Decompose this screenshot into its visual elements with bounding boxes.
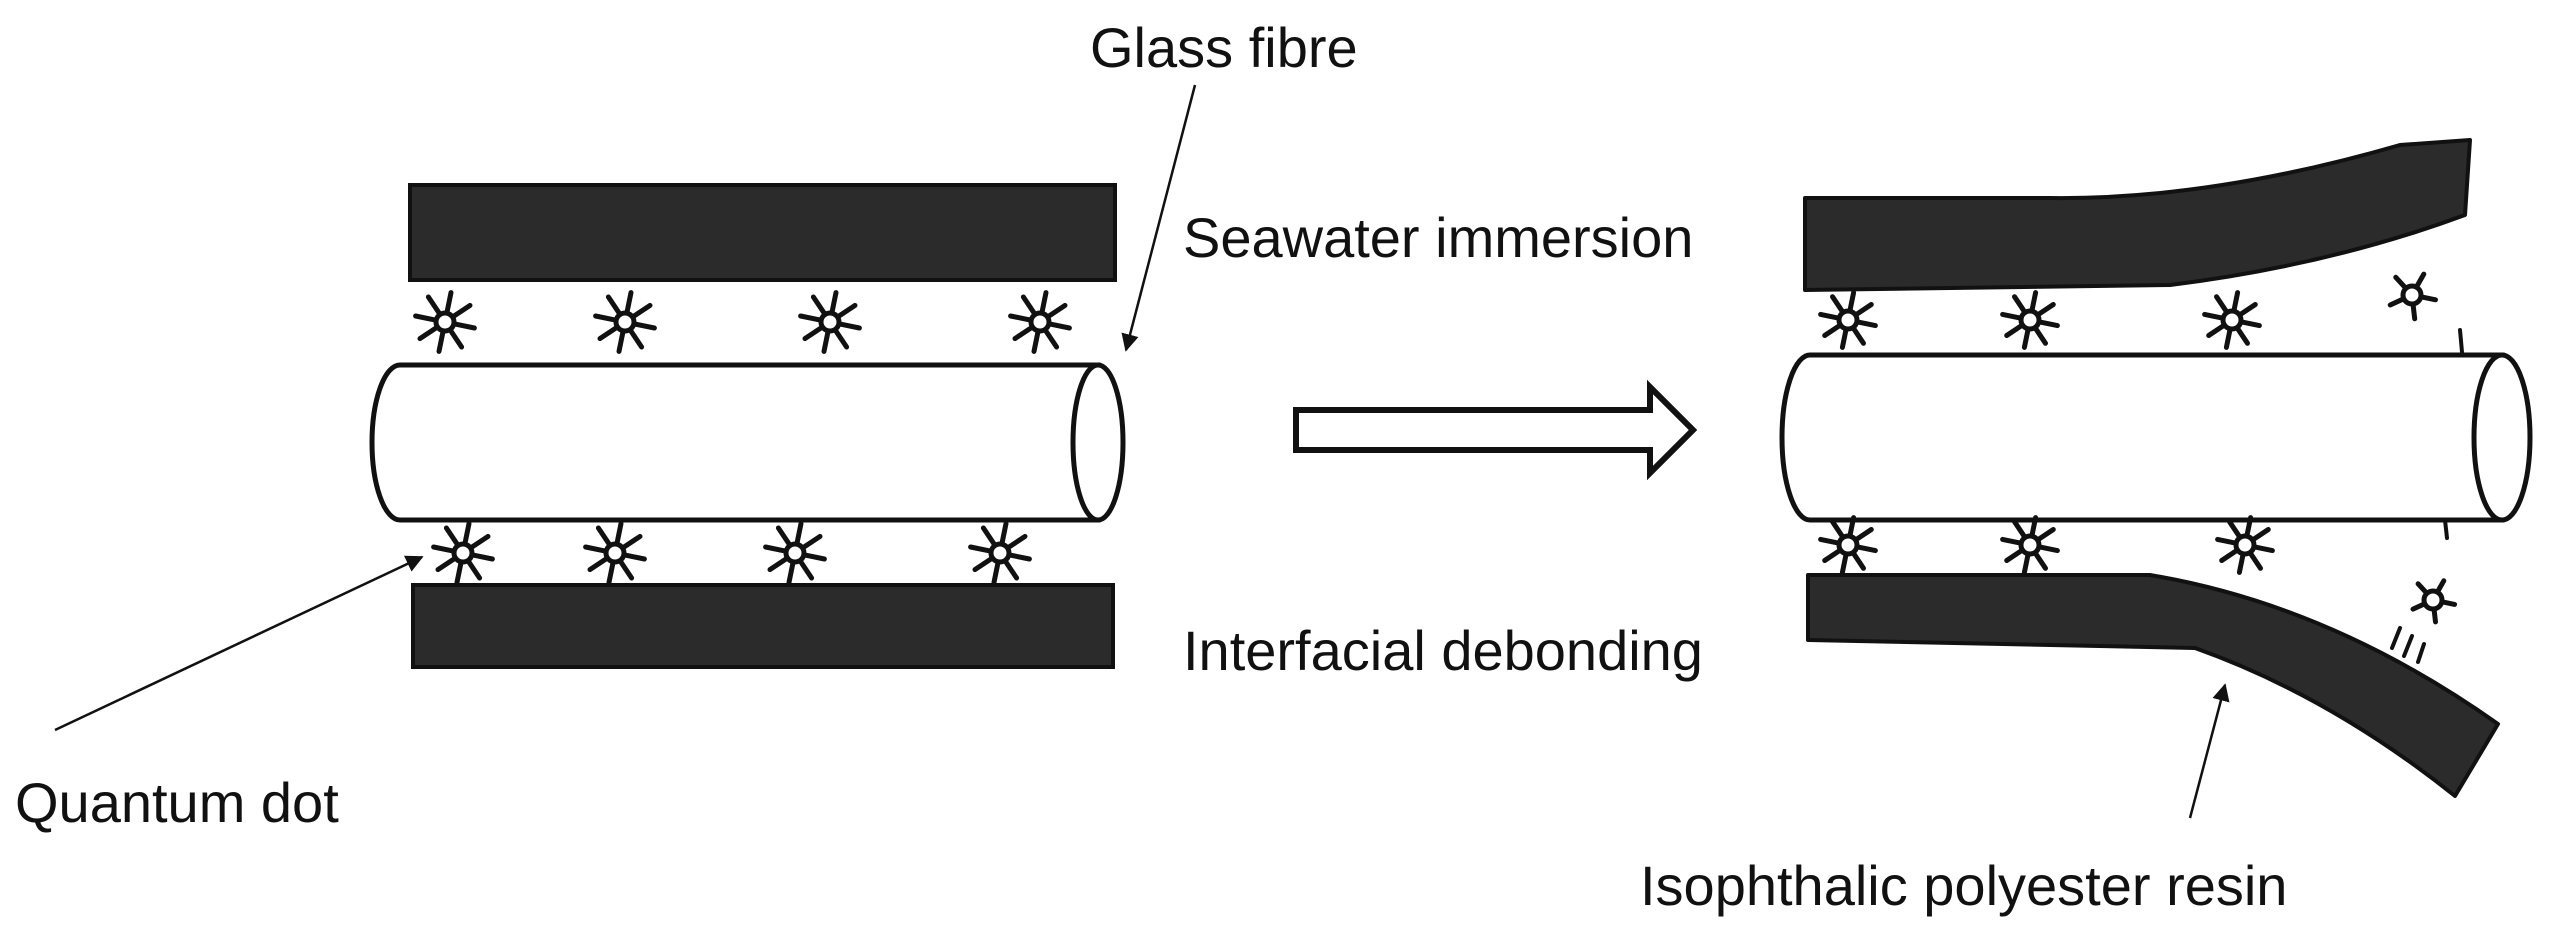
resin-bottom-right	[1806, 573, 2500, 798]
quantum-dot-icon	[1818, 515, 1878, 575]
quantum-dot-icon	[1008, 290, 1072, 354]
intact-composite	[369, 183, 1126, 669]
glass-fibre-right	[1779, 352, 2533, 523]
glass-fibre-left	[369, 362, 1126, 523]
quantum-dot-icon	[1818, 290, 1878, 350]
quantum-dot-icon	[798, 290, 862, 354]
process-arrow	[1293, 379, 1698, 481]
label-seawater-immersion: Seawater immersion	[1183, 206, 1694, 269]
resin-top-right	[1803, 138, 2472, 292]
debonded-composite	[1779, 138, 2533, 798]
quantum-dots-left	[413, 290, 1072, 585]
label-isophthalic-resin: Isophthalic polyester resin	[1640, 854, 2288, 917]
quantum-dots-right	[1818, 271, 2458, 625]
quantum-dot-icon	[593, 290, 657, 354]
quantum-dot-icon	[2202, 290, 2262, 350]
quantum-dot-icon	[2000, 515, 2060, 575]
label-quantum-dot: Quantum dot	[15, 771, 339, 834]
quantum-dot-icon	[2215, 515, 2275, 575]
quantum-dot-icon	[968, 521, 1032, 585]
quantum-dot-icon	[2410, 578, 2458, 625]
quantum-dot-pointer	[54, 555, 424, 732]
label-glass-fibre: Glass fibre	[1090, 16, 1358, 79]
quantum-dot-icon	[763, 521, 827, 585]
resin-bottom-left	[411, 583, 1115, 669]
quantum-dot-icon	[2000, 290, 2060, 350]
label-interfacial-debonding: Interfacial debonding	[1183, 619, 1703, 682]
quantum-dot-icon	[413, 290, 477, 354]
quantum-dot-icon	[583, 521, 647, 585]
quantum-dot-icon	[431, 521, 495, 585]
resin-top-left	[408, 183, 1117, 282]
quantum-dot-icon	[2387, 271, 2438, 322]
glass-fibre-pointer	[1121, 84, 1197, 352]
resin-pointer	[2188, 683, 2230, 819]
debris-marks	[2390, 328, 2464, 664]
